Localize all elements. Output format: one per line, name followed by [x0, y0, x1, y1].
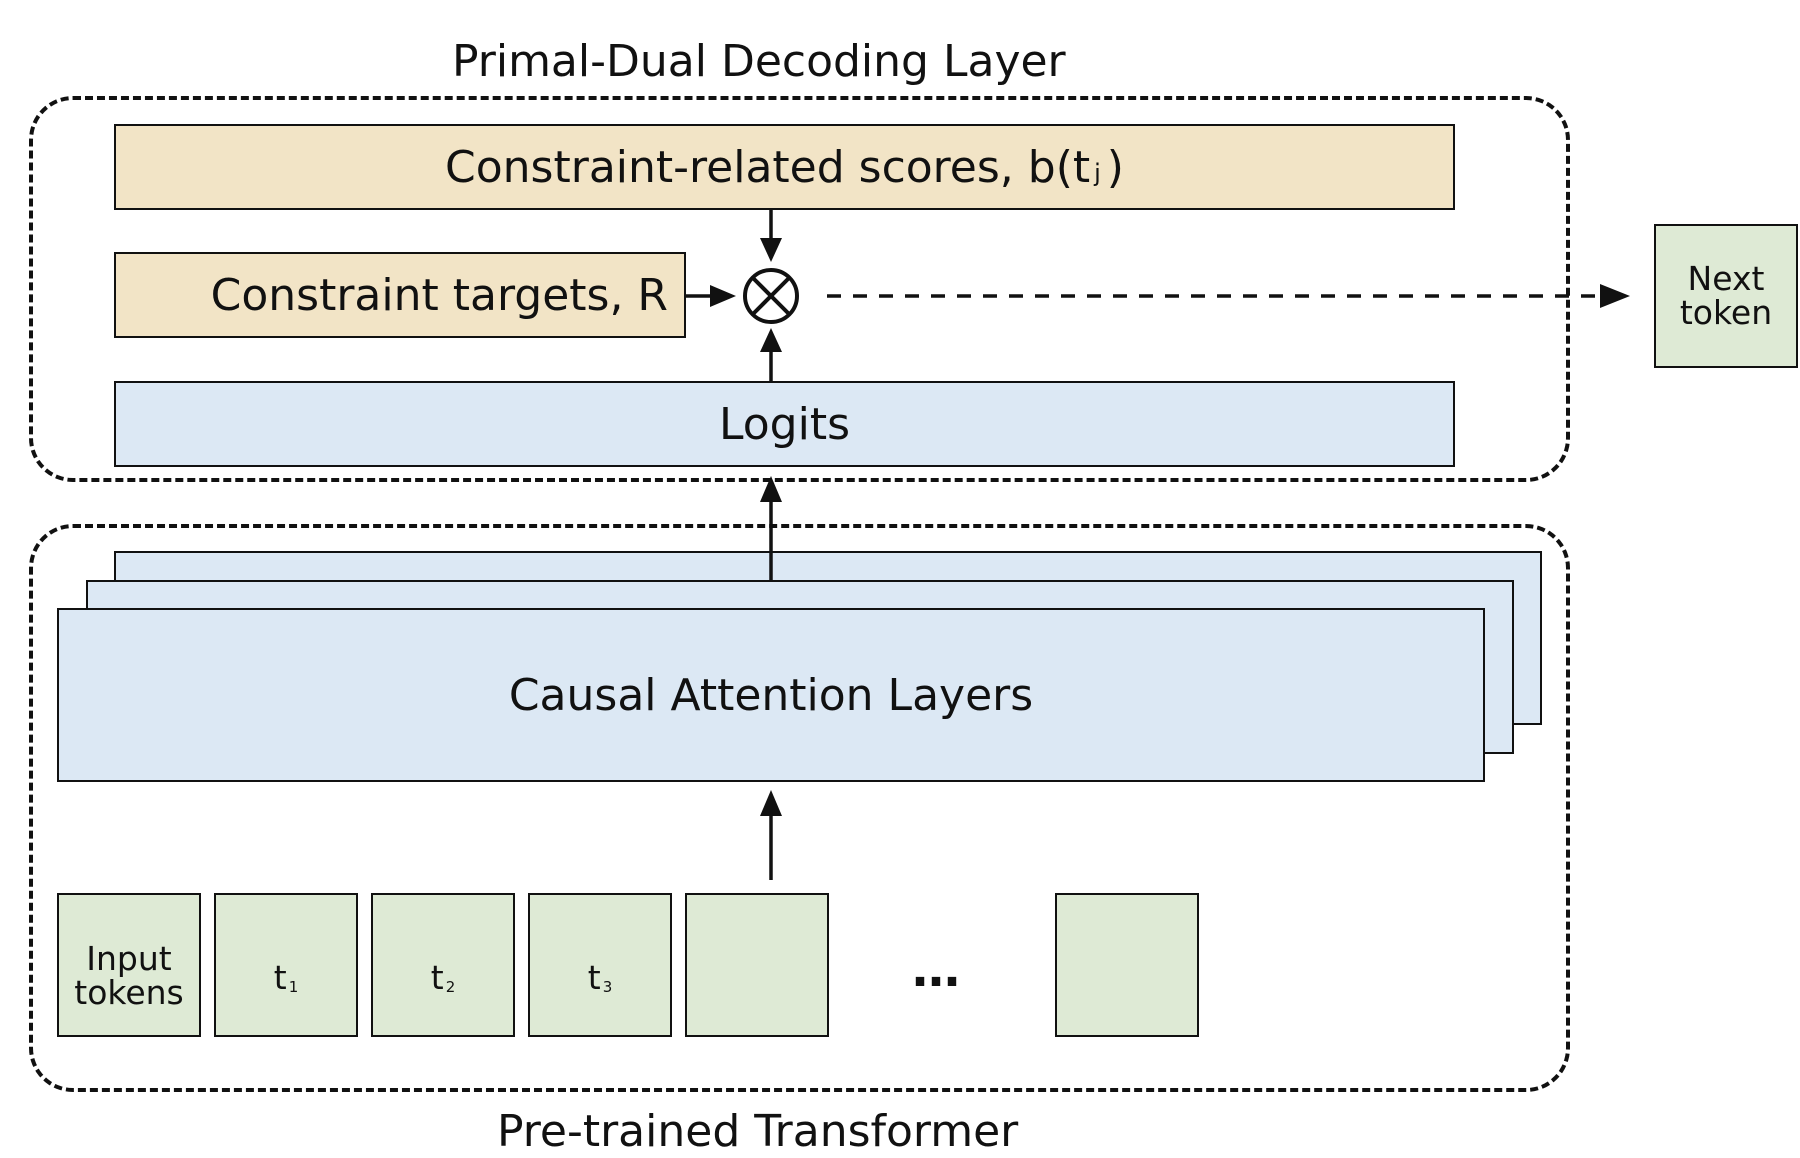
transformer-title: Pre-trained Transformer: [497, 1106, 1019, 1157]
transformer-region: [29, 524, 1570, 1092]
token-t3-subscript: 3: [602, 978, 613, 996]
token-empty-last: [1055, 893, 1199, 1037]
logits-label: Logits: [719, 398, 850, 450]
token-t1-letter: t: [273, 957, 287, 997]
token-input-line2: tokens: [74, 973, 184, 1012]
attention-layer-front: Causal Attention Layers: [57, 608, 1485, 782]
token-t2-subscript: 2: [445, 978, 456, 996]
logits-box: Logits: [114, 381, 1455, 467]
constraint-targets-box: Constraint targets, R: [114, 252, 686, 338]
decoding-layer-region: [29, 96, 1570, 482]
attention-label: Causal Attention Layers: [508, 669, 1034, 721]
next-token-line1: Next: [1687, 259, 1765, 298]
token-input: Input tokens: [57, 893, 201, 1037]
constraint-scores-label: Constraint-related scores, b(t: [445, 141, 1091, 193]
token-t1-subscript: 1: [288, 978, 299, 996]
token-ellipsis: …: [912, 942, 960, 998]
token-empty-1: [685, 893, 829, 1037]
decoding-layer-title: Primal-Dual Decoding Layer: [452, 36, 1066, 87]
constraint-scores-subscript: j: [1094, 159, 1101, 187]
token-t2-letter: t: [430, 957, 444, 997]
token-t3-letter: t: [587, 957, 601, 997]
next-token-line2: token: [1679, 293, 1773, 332]
constraint-scores-close: ): [1106, 141, 1124, 193]
next-token-box: Next token: [1654, 224, 1798, 368]
constraint-targets-label: Constraint targets, R: [210, 269, 668, 321]
token-input-line1: Input: [86, 939, 172, 978]
